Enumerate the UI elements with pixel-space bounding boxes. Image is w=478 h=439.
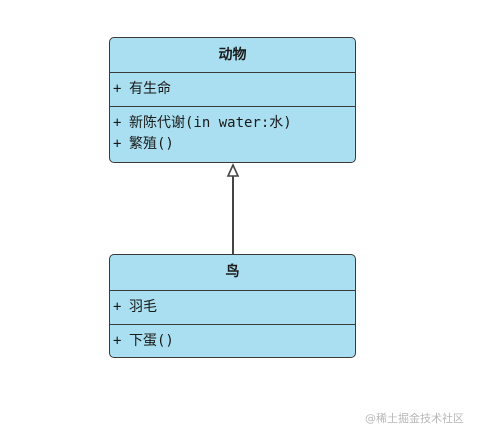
visibility-marker: + (113, 81, 122, 97)
visibility-marker: + (113, 115, 122, 131)
attributes-section: + 有生命 (110, 73, 355, 107)
operations-section: + 下蛋() (110, 325, 355, 352)
class-name: 动物 (110, 38, 355, 73)
watermark: @稀土掘金技术社区 (365, 412, 464, 425)
class-name: 鸟 (110, 255, 355, 291)
visibility-marker: + (113, 136, 122, 152)
operation-row: + 新陈代谢(in water:水) (113, 113, 355, 134)
operation-row: + 下蛋() (113, 331, 355, 352)
generalization-arrowhead (226, 163, 240, 177)
attribute-row: + 羽毛 (113, 297, 355, 318)
attribute-text: 羽毛 (129, 299, 157, 315)
operations-section: + 新陈代谢(in water:水) + 繁殖() (110, 107, 355, 155)
attributes-section: + 羽毛 (110, 291, 355, 325)
operation-row: + 繁殖() (113, 134, 355, 155)
visibility-marker: + (113, 333, 122, 349)
operation-text: 下蛋() (129, 333, 174, 349)
class-box-bird[interactable]: 鸟 + 羽毛 + 下蛋() (109, 254, 356, 358)
visibility-marker: + (113, 299, 122, 315)
class-box-animal[interactable]: 动物 + 有生命 + 新陈代谢(in water:水) + 繁殖() (109, 37, 356, 163)
attribute-row: + 有生命 (113, 79, 355, 100)
attribute-text: 有生命 (129, 81, 171, 97)
operation-text: 新陈代谢(in water:水) (129, 115, 292, 131)
operation-text: 繁殖() (129, 136, 174, 152)
